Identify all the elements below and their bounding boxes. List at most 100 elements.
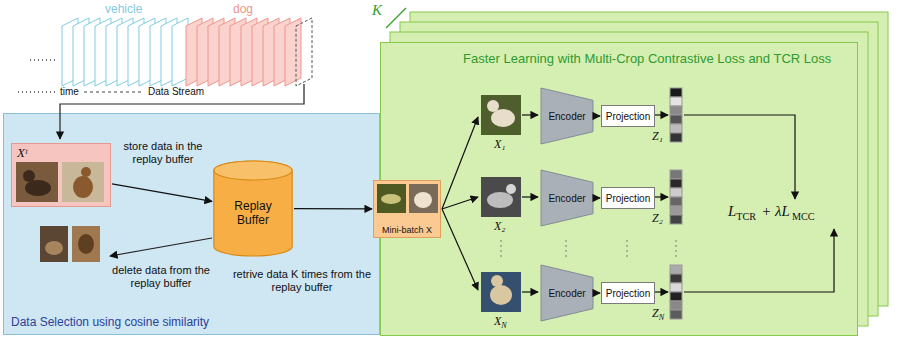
- arrow-connector: [112, 184, 212, 201]
- input-arrow: [522, 196, 538, 197]
- stream-frame: [274, 18, 290, 86]
- crop-photo: [481, 177, 521, 217]
- lizard-photo: [377, 184, 406, 213]
- stream-frame: [230, 18, 246, 86]
- embedding-cell: [670, 115, 682, 124]
- label-box: dog: [233, 2, 253, 16]
- learning-panel: Faster Learning with Multi-Crop Contrast…: [380, 42, 858, 336]
- stream-dots: [30, 59, 58, 61]
- dog-photo: [73, 176, 93, 198]
- embedding-cell: [670, 124, 682, 133]
- node-text: Xᵗ: [17, 145, 105, 161]
- embedding-cell: [670, 197, 682, 206]
- node-text: Encoder: [548, 111, 585, 122]
- label-box: Data Stream: [148, 86, 204, 97]
- label-text: Z₂: [652, 211, 663, 225]
- cylinder-top: [214, 161, 292, 180]
- crop-photo: [491, 109, 515, 127]
- label-box: X₂: [494, 219, 506, 234]
- dog-photo: [16, 162, 58, 202]
- input-arrow: [522, 114, 538, 115]
- embedding-cell: [670, 188, 682, 197]
- stream-frame: [241, 18, 257, 86]
- node-text: Encoder: [548, 288, 585, 299]
- subscript: MCC: [792, 211, 815, 222]
- crop-photo: [490, 285, 512, 305]
- embedding-cell: [670, 301, 682, 310]
- stream-frame: [128, 18, 144, 86]
- embedding-cell: [670, 283, 682, 292]
- crop-photo: [481, 95, 521, 135]
- crop-photo: [487, 192, 513, 208]
- stream-frame: [161, 18, 177, 86]
- dog-photo: [23, 170, 35, 182]
- arrow-connector: [594, 292, 600, 293]
- edge-label: store data in the replay buffer: [124, 140, 203, 165]
- subscript: N: [659, 313, 664, 322]
- projection-box: Projection: [601, 105, 655, 127]
- stream-frame: [150, 18, 166, 86]
- stream-frame: [73, 18, 89, 86]
- node-text: Replay Buffer: [219, 199, 287, 227]
- node-text: Mini-batch X: [382, 225, 432, 235]
- arrow-connector: [294, 208, 372, 209]
- label-text: dog: [233, 2, 253, 16]
- label-text: X₂: [494, 219, 506, 233]
- replay-buffer-cylinder: Replay Buffer: [213, 161, 293, 256]
- label-text: Z₁: [652, 129, 663, 143]
- embedding-cell: [670, 106, 682, 115]
- crop-photo: [481, 272, 521, 312]
- loss-arrow: [684, 229, 834, 292]
- label-box: delete data from the replay buffer: [106, 264, 216, 290]
- cylinder-body: [214, 161, 292, 256]
- time-dots: [18, 91, 56, 92]
- label-box: time: [60, 86, 79, 97]
- dog-photo: [25, 180, 51, 196]
- mini-batch-box: Mini-batch X: [373, 180, 441, 238]
- stream-frame: [285, 18, 301, 86]
- stream-link: [60, 84, 304, 139]
- time-dashes: [84, 92, 144, 93]
- crop-photo: [506, 184, 516, 194]
- embedding-cell: [670, 170, 682, 179]
- node-text: Projection: [606, 193, 650, 204]
- embedding-cell: [670, 88, 682, 97]
- crop-photo: [491, 275, 503, 287]
- label-text: Data Stream: [148, 86, 204, 97]
- label-text: K: [372, 2, 382, 18]
- label-box: X₁: [494, 137, 506, 152]
- dog-photo: [409, 184, 438, 213]
- formula-text: X: [494, 314, 501, 328]
- formula-text: L: [728, 203, 736, 219]
- dog-photo: [414, 192, 432, 208]
- stream-frame: [95, 18, 111, 86]
- label-box: Z₁: [652, 129, 663, 144]
- embedding-cell: [670, 179, 682, 188]
- stack-bracket: [386, 8, 406, 28]
- embedding-cell: [670, 133, 682, 142]
- node-text: Data Selection using cosine similarity: [11, 315, 209, 329]
- incoming-batch-box: Xᵗ: [11, 143, 111, 207]
- stream-frame: [208, 18, 224, 86]
- output-arrow: [655, 196, 668, 197]
- node-text: Encoder: [548, 193, 585, 204]
- arrow-connector: [594, 197, 600, 198]
- projection-box: Projection: [601, 187, 655, 209]
- formula-box: LTCR+ λLMCC: [728, 203, 815, 222]
- label-text: delete data from the replay buffer: [112, 264, 210, 289]
- stream-frame: [263, 18, 279, 86]
- dog-photo: [62, 162, 104, 202]
- stream-frame: [84, 18, 100, 86]
- label-box: Z₂: [652, 211, 663, 226]
- stream-frame: [139, 18, 155, 86]
- input-arrow: [522, 291, 538, 292]
- stream-frame: [172, 18, 188, 86]
- embedding-cell: [670, 97, 682, 106]
- stream-frame-next: [296, 18, 312, 86]
- row-ellipsis: [501, 240, 676, 260]
- trapezoid-body: [541, 88, 593, 144]
- encoder-trapezoid: Encoder: [541, 170, 593, 226]
- deleted-photo: [40, 226, 68, 262]
